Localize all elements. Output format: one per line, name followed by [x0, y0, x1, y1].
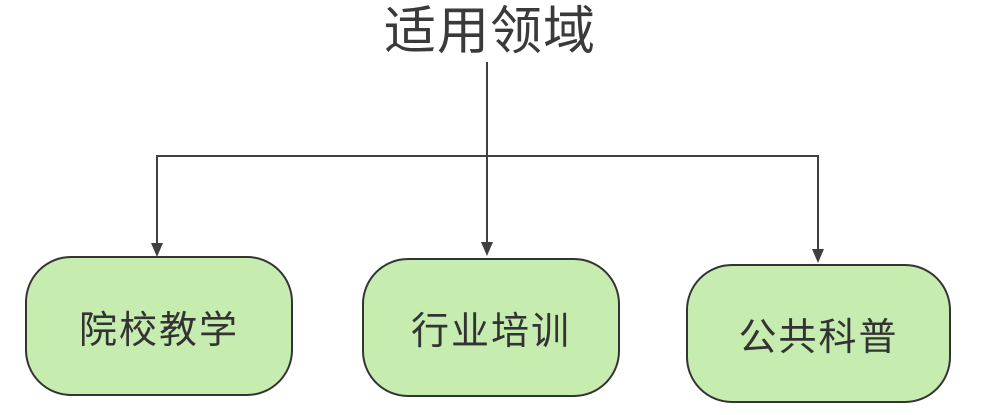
arrowhead-left-icon [151, 243, 163, 257]
diagram-title: 适用领域 [383, 3, 596, 61]
arrowhead-right-icon [812, 249, 824, 263]
node-label: 公共科普 [738, 317, 899, 359]
node-industry-training: 行业培训 [362, 258, 620, 397]
node-label: 行业培训 [410, 311, 571, 353]
node-label: 院校教学 [78, 309, 239, 352]
arrowhead-middle-icon [481, 242, 493, 256]
node-public-science: 公共科普 [686, 264, 951, 403]
node-school-teaching: 院校教学 [25, 256, 293, 396]
